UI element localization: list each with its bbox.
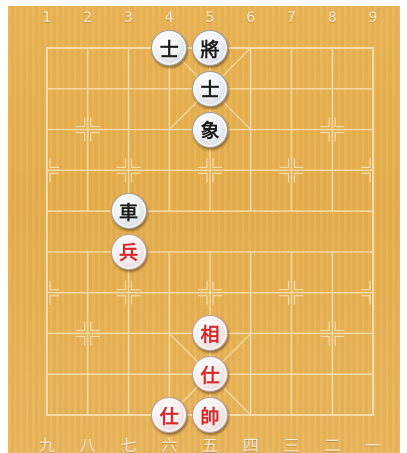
position-marker (198, 173, 207, 182)
position-marker (50, 281, 59, 290)
black-advisor-piece[interactable]: 士 (151, 30, 187, 66)
black-general-piece[interactable]: 將 (192, 30, 228, 66)
position-marker (76, 118, 85, 127)
position-marker (91, 133, 100, 142)
file-number-label: 4 (159, 10, 179, 26)
black-chariot-piece[interactable]: 車 (111, 193, 147, 229)
position-marker (213, 173, 222, 182)
position-marker (50, 296, 59, 305)
position-marker (91, 118, 100, 127)
position-marker (335, 336, 344, 345)
position-marker (91, 336, 100, 345)
file-numeral-label: 三 (282, 432, 302, 453)
position-marker (50, 158, 59, 167)
black-elephant-piece[interactable]: 象 (192, 112, 228, 148)
position-marker (132, 158, 141, 167)
position-marker (213, 281, 222, 290)
position-marker (213, 296, 222, 305)
position-marker (76, 336, 85, 345)
file-number-label: 2 (78, 10, 98, 26)
position-marker (361, 158, 370, 167)
position-marker (320, 321, 329, 330)
red-advisor-piece[interactable]: 仕 (192, 356, 228, 392)
position-marker (50, 173, 59, 182)
position-marker (132, 296, 141, 305)
file-numeral-label: 六 (159, 432, 179, 453)
position-marker (198, 296, 207, 305)
position-marker (198, 158, 207, 167)
position-marker (280, 158, 289, 167)
position-marker (91, 321, 100, 330)
position-marker (198, 281, 207, 290)
file-number-label: 1 (37, 10, 57, 26)
file-number-label: 8 (322, 10, 342, 26)
position-marker (213, 158, 222, 167)
position-marker (117, 296, 126, 305)
position-marker (132, 281, 141, 290)
position-marker (76, 133, 85, 142)
black-advisor-piece[interactable]: 士 (192, 71, 228, 107)
position-marker (320, 336, 329, 345)
file-number-label: 5 (200, 10, 220, 26)
position-marker (335, 321, 344, 330)
position-marker (117, 281, 126, 290)
position-marker (280, 296, 289, 305)
file-numeral-label: 八 (78, 432, 98, 453)
position-marker (117, 158, 126, 167)
position-marker (320, 133, 329, 142)
file-number-label: 9 (363, 10, 383, 26)
position-marker (76, 321, 85, 330)
file-numeral-label: 二 (322, 432, 342, 453)
position-marker (295, 173, 304, 182)
file-number-label: 6 (241, 10, 261, 26)
file-numeral-label: 七 (119, 432, 139, 453)
position-marker (132, 173, 141, 182)
file-numeral-label: 九 (37, 432, 57, 453)
position-marker (361, 173, 370, 182)
position-marker (361, 296, 370, 305)
position-marker (117, 173, 126, 182)
red-general-piece[interactable]: 帥 (192, 397, 228, 433)
position-marker (335, 118, 344, 127)
file-numeral-label: 五 (200, 432, 220, 453)
file-number-label: 7 (282, 10, 302, 26)
position-marker (295, 158, 304, 167)
position-marker (320, 118, 329, 127)
position-marker (295, 296, 304, 305)
red-advisor-piece[interactable]: 仕 (151, 397, 187, 433)
position-marker (295, 281, 304, 290)
file-number-label: 3 (119, 10, 139, 26)
file-numeral-label: 四 (241, 432, 261, 453)
red-soldier-piece[interactable]: 兵 (111, 234, 147, 270)
file-numeral-label: 一 (363, 432, 383, 453)
position-marker (335, 133, 344, 142)
position-marker (361, 281, 370, 290)
position-marker (280, 281, 289, 290)
position-marker (280, 173, 289, 182)
